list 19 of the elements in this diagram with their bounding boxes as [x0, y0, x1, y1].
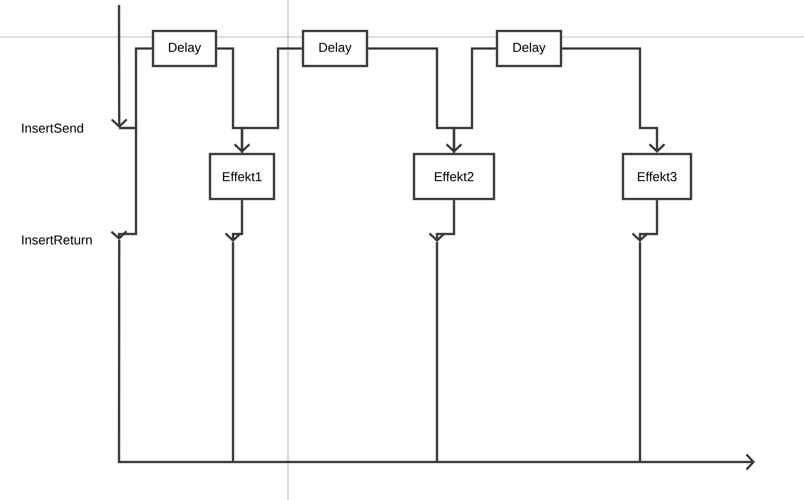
delay-box: Delay [302, 30, 368, 68]
effect-box: Effekt3 [622, 152, 692, 200]
signal-line [240, 47, 302, 153]
delay-box: Delay [496, 30, 562, 68]
output-arrow [224, 200, 244, 242]
signal-line [368, 47, 462, 153]
effect-box: Effekt1 [208, 152, 276, 200]
effect-box: Effekt2 [412, 152, 496, 200]
signal-label: InsertReturn [22, 235, 92, 245]
input-arrow [110, 5, 128, 128]
delay-box: Delay [152, 30, 218, 68]
signal-line [562, 47, 666, 153]
output-arrow [632, 200, 658, 242]
signal-line [217, 47, 250, 153]
output-arrow [118, 238, 755, 470]
output-arrow [428, 200, 456, 242]
signal-line [452, 47, 496, 153]
signal-label: InsertSend [22, 123, 84, 133]
signal-line [110, 126, 138, 240]
